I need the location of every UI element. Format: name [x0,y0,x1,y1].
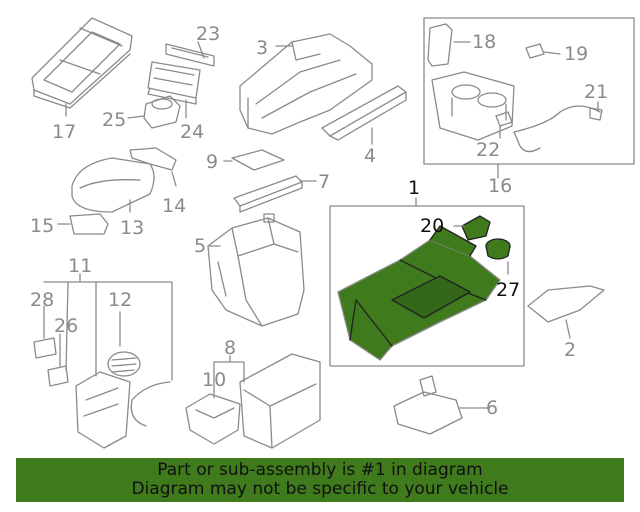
part-23-switch [165,43,215,67]
part-harness-11 [130,381,171,427]
callout-20: 20 [420,215,444,237]
part-1-console [337,225,501,361]
callout-3: 3 [256,37,268,59]
part-12-vent [107,351,141,377]
callout-18: 18 [472,31,496,53]
callout-21: 21 [584,81,608,103]
callout-14: 14 [162,195,186,217]
part-6-bracket [393,375,463,435]
callout-4: 4 [364,145,376,167]
callout-19: 19 [564,43,588,65]
callout-25: 25 [102,109,126,131]
part-18-module [427,23,453,67]
callout-23: 23 [196,23,220,45]
callout-24: 24 [180,121,204,143]
part-5-housing [207,213,305,327]
callout-9: 9 [206,151,218,173]
callout-15: 15 [30,215,54,237]
callout-26: 26 [54,315,78,337]
callout-27: 27 [496,279,520,301]
callout-labels: 23 3 25 24 17 4 9 7 14 13 15 5 11 28 12 … [30,23,608,419]
part-10-bin [185,393,241,445]
part-21-harness [513,105,603,153]
callout-2: 2 [564,339,576,361]
banner-line-2: Diagram may not be specific to your vehi… [131,479,509,499]
part-14-bracket [129,147,177,171]
part-27-knob [485,238,511,260]
callout-11: 11 [68,255,92,277]
part-9-pad [231,149,285,171]
banner-line-1: Part or sub-assembly is #1 in diagram [157,460,483,480]
callout-1: 1 [408,177,420,199]
callout-7: 7 [318,171,330,193]
part-8-housing [239,353,321,449]
callout-box-1 [329,205,525,367]
callout-16: 16 [488,175,512,197]
part-28-switch [33,337,57,359]
part-26-switch [47,365,69,387]
part-22-connector [495,111,513,127]
info-banner: Part or sub-assembly is #1 in diagram Di… [16,458,624,502]
part-24-switch-panel [147,61,201,105]
callout-6: 6 [486,397,498,419]
part-7-strip [233,175,303,213]
part-17-bezel [31,17,133,109]
callout-13: 13 [120,217,144,239]
part-4-rail [321,85,407,141]
part-19-clip [525,43,545,59]
part-15-pad [69,213,109,235]
callout-10: 10 [202,369,226,391]
callout-5: 5 [194,235,206,257]
callout-12: 12 [108,289,132,311]
leader-lines [43,41,599,409]
callout-17: 17 [52,121,76,143]
part-3-frame [239,33,373,135]
part-25-switch [143,95,181,129]
part-20-switch [461,215,491,241]
part-cupholder [431,71,515,141]
callout-22: 22 [476,139,500,161]
part-11-panel [75,371,131,449]
part-13-armrest [71,157,155,213]
part-2-panel [527,285,605,323]
callout-28: 28 [30,289,54,311]
inset-box-16 [423,17,635,165]
callout-8: 8 [224,337,236,359]
